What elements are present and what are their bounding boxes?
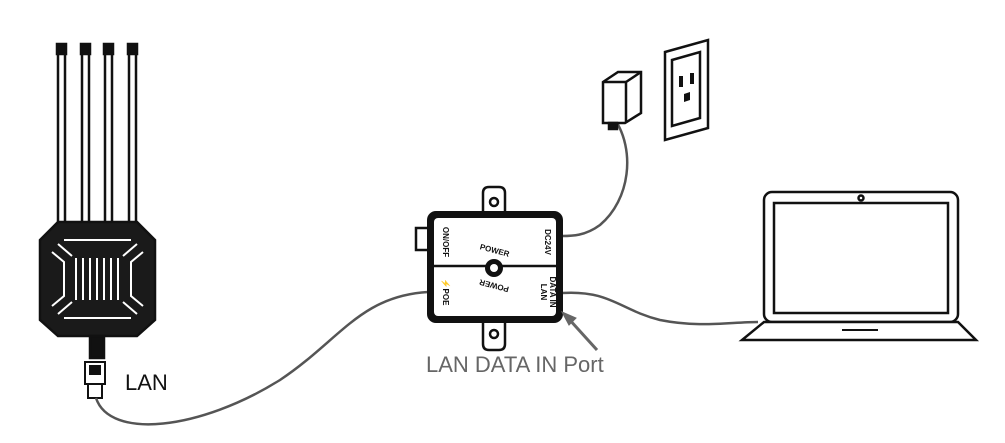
cable-adapter-to-poe bbox=[561, 117, 629, 238]
poe-text: ⚡POE bbox=[441, 279, 451, 307]
dc-text: DC24V bbox=[543, 229, 552, 255]
lan-label: LAN bbox=[125, 370, 168, 395]
cable-poe-to-laptop bbox=[561, 291, 759, 326]
antenna-1 bbox=[55, 42, 68, 232]
laptop-camera bbox=[857, 194, 865, 202]
antenna-2 bbox=[79, 42, 92, 232]
antenna-3 bbox=[102, 42, 115, 232]
power-adapter bbox=[601, 70, 643, 131]
rj45-connector bbox=[84, 361, 106, 399]
antenna-4 bbox=[126, 42, 139, 232]
router-port bbox=[88, 334, 106, 360]
heatsink-ribs bbox=[51, 239, 144, 319]
poe-injector: ON/OFF DC24V ⚡POE LAN DATA IN POWER POWE… bbox=[414, 185, 563, 352]
wall-outlet bbox=[663, 38, 710, 142]
cables bbox=[94, 117, 759, 426]
port-pointer-arrow bbox=[560, 310, 599, 352]
on-off-text: ON/OFF bbox=[441, 227, 450, 257]
cable-router-to-poe bbox=[94, 290, 429, 426]
laptop bbox=[738, 190, 980, 342]
outdoor-router bbox=[38, 42, 157, 360]
lan-port-text-line2: DATA IN bbox=[548, 277, 557, 308]
lan-port-text-line1: LAN bbox=[539, 284, 548, 301]
lan-data-in-port-label: LAN DATA IN Port bbox=[426, 352, 604, 377]
laptop-screen bbox=[772, 201, 950, 315]
